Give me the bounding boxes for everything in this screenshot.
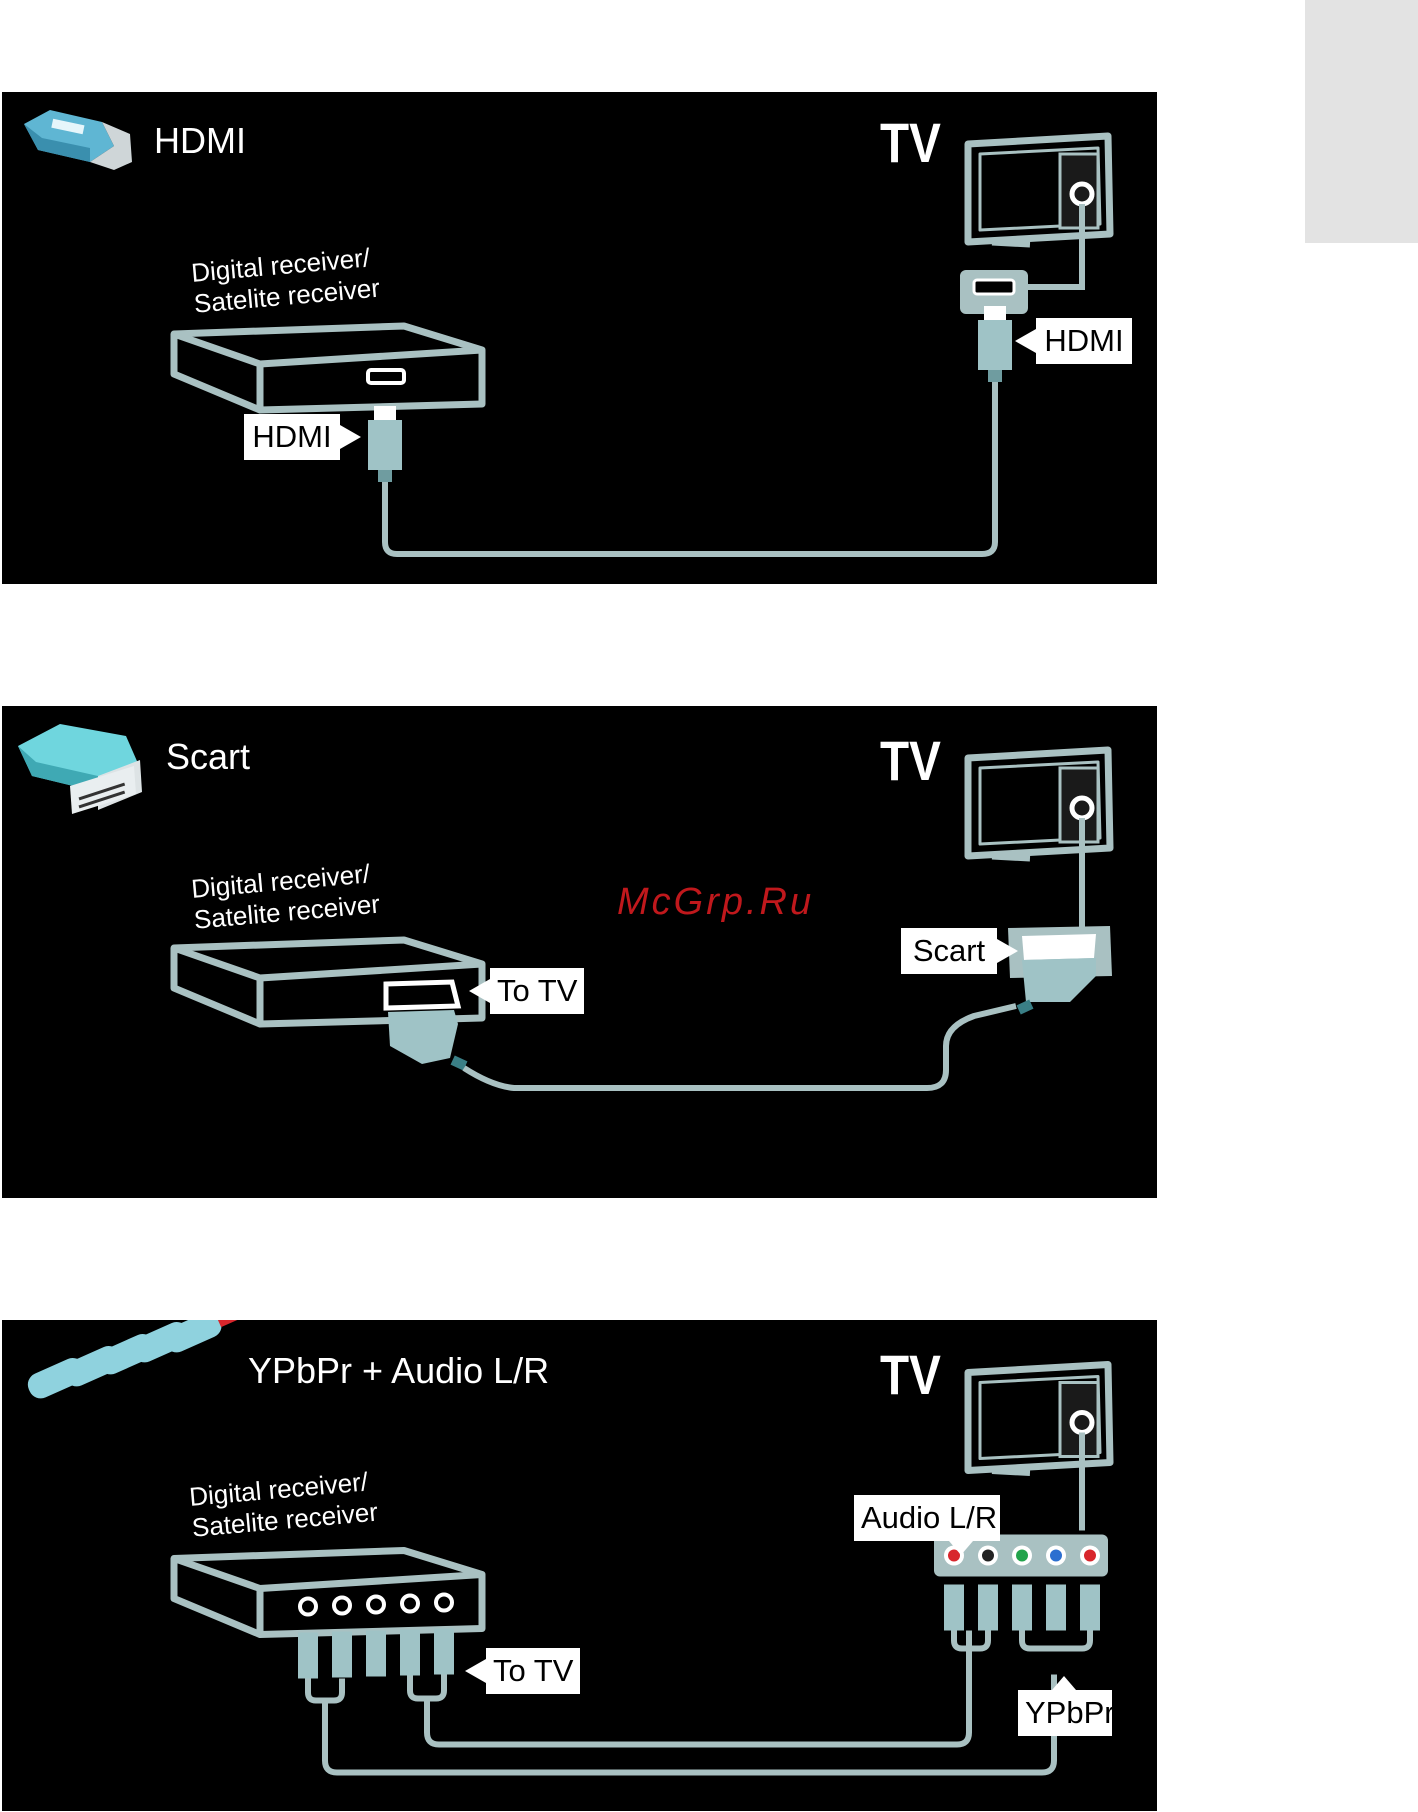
tv-rca-plugs <box>944 1585 1100 1631</box>
tv-audio-label: Audio L/R <box>854 1495 1000 1541</box>
tv-scart-plug <box>1017 958 1096 1014</box>
scart-connector-icon <box>18 724 142 814</box>
tv-port-label: HDMI <box>1036 318 1132 364</box>
tv-hdmi-plug <box>978 306 1012 382</box>
section-title: YPbPr + Audio L/R <box>248 1350 549 1392</box>
hdmi-diagram <box>2 92 1157 584</box>
rca-cables <box>308 1631 1090 1773</box>
scart-cable <box>464 1006 1016 1088</box>
receiver-port-label: HDMI <box>244 414 340 460</box>
receiver-box <box>174 326 482 410</box>
tv-label: TV <box>880 1342 941 1407</box>
receiver-scart-plug <box>388 1010 467 1070</box>
receiver-port-label: To TV <box>490 968 584 1014</box>
receiver-port-label: To TV <box>486 1648 580 1694</box>
section-title: Scart <box>166 736 250 778</box>
section-title: HDMI <box>154 120 246 162</box>
watermark: McGrp.Ru <box>617 881 814 924</box>
page-tab-marker <box>1305 0 1418 243</box>
hdmi-cable <box>385 382 995 554</box>
receiver-scart-port <box>386 982 458 1008</box>
hdmi-connection-panel: HDMI TV Digital receiver/ Satelite recei… <box>2 92 1157 584</box>
receiver-box <box>174 1551 482 1635</box>
tv-video-label: YPbPr <box>1018 1690 1112 1736</box>
tv-label: TV <box>880 110 941 175</box>
ypbpr-connection-panel: YPbPr + Audio L/R TV Digital receiver/ S… <box>2 1320 1157 1811</box>
scart-connection-panel: Scart TV Digital receiver/ Satelite rece… <box>2 706 1157 1198</box>
receiver-hdmi-plug <box>368 406 402 482</box>
receiver-hdmi-port <box>368 370 404 383</box>
tv-port-label: Scart <box>901 928 997 974</box>
hdmi-connector-icon <box>24 110 132 170</box>
ypbpr-diagram <box>2 1320 1157 1812</box>
tv-label: TV <box>880 728 941 793</box>
receiver-rca-ports <box>300 1595 452 1615</box>
rca-connectors-icon <box>24 1320 240 1402</box>
